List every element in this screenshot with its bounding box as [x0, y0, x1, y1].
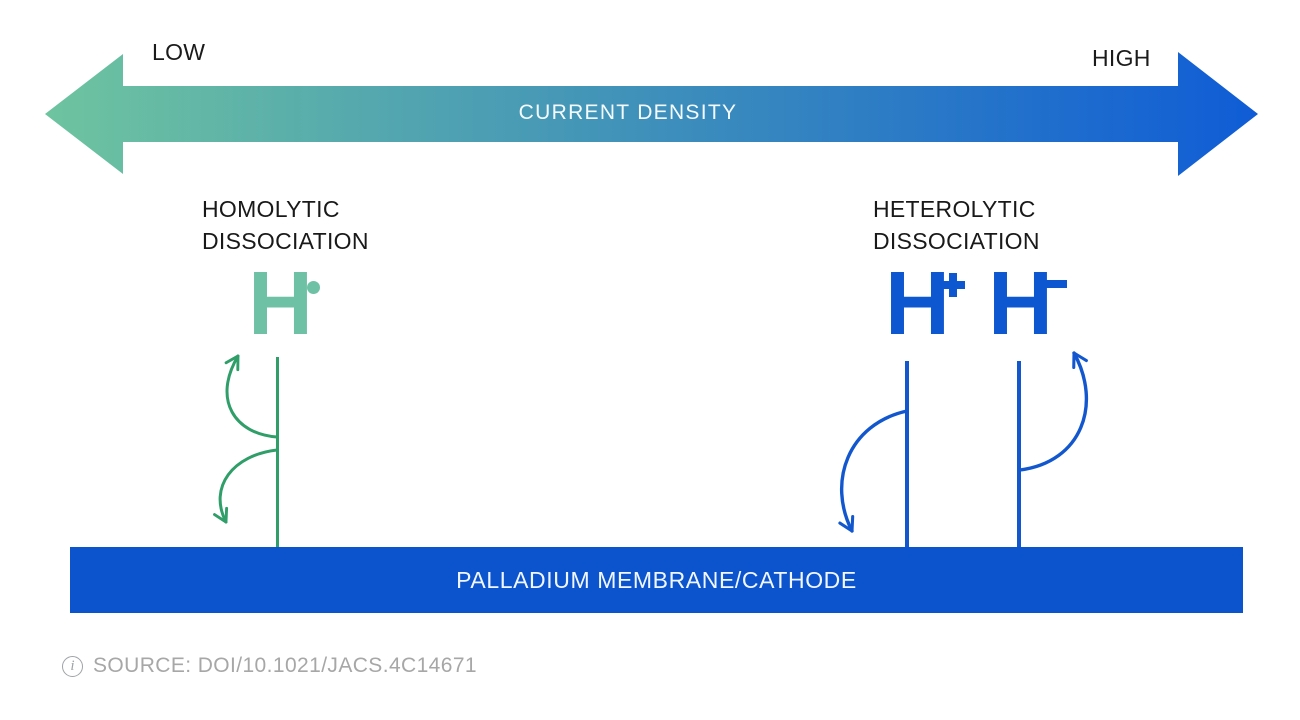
- h-radical-up-arrow: [224, 354, 279, 439]
- homolytic-title-line2: DISSOCIATION: [202, 228, 369, 254]
- homolytic-title: HOMOLYTIC DISSOCIATION: [202, 193, 369, 257]
- double-arrow-shape: [45, 52, 1258, 176]
- heterolytic-title-line1: HETEROLYTIC: [873, 196, 1036, 222]
- hydride-up-arrow: [1018, 351, 1089, 472]
- radical-dot: [307, 281, 320, 294]
- minus-sign: [1046, 280, 1067, 288]
- low-label: LOW: [152, 39, 206, 65]
- h-radical-down-arrow: [213, 448, 279, 524]
- plus-sign-vertical-bar: [949, 273, 957, 297]
- info-icon: i: [62, 655, 83, 677]
- plus-sign: [941, 273, 965, 297]
- heterolytic-title: HETEROLYTIC DISSOCIATION: [873, 193, 1040, 257]
- h-radical-symbol: H: [248, 254, 313, 354]
- current-density-arrow: [45, 52, 1258, 176]
- homolytic-title-line1: HOMOLYTIC: [202, 196, 340, 222]
- homolytic-site-line: [276, 357, 279, 547]
- source-text: SOURCE: DOI/10.1021/JACS.4C14671: [93, 654, 477, 677]
- h-plus-symbol: H: [885, 254, 950, 354]
- h-minus-symbol: H: [988, 254, 1053, 354]
- current-density-label: CURRENT DENSITY: [518, 101, 738, 124]
- source-note: i SOURCE: DOI/10.1021/JACS.4C14671: [62, 654, 477, 678]
- membrane-label: PALLADIUM MEMBRANE/CATHODE: [456, 567, 857, 593]
- proton-down-arrow: [838, 409, 909, 533]
- high-label: HIGH: [1092, 45, 1151, 71]
- heterolytic-site-line-hydride: [1017, 361, 1021, 547]
- membrane-bar: PALLADIUM MEMBRANE/CATHODE: [70, 547, 1243, 613]
- heterolytic-site-line-proton: [905, 361, 909, 547]
- heterolytic-title-line2: DISSOCIATION: [873, 228, 1040, 254]
